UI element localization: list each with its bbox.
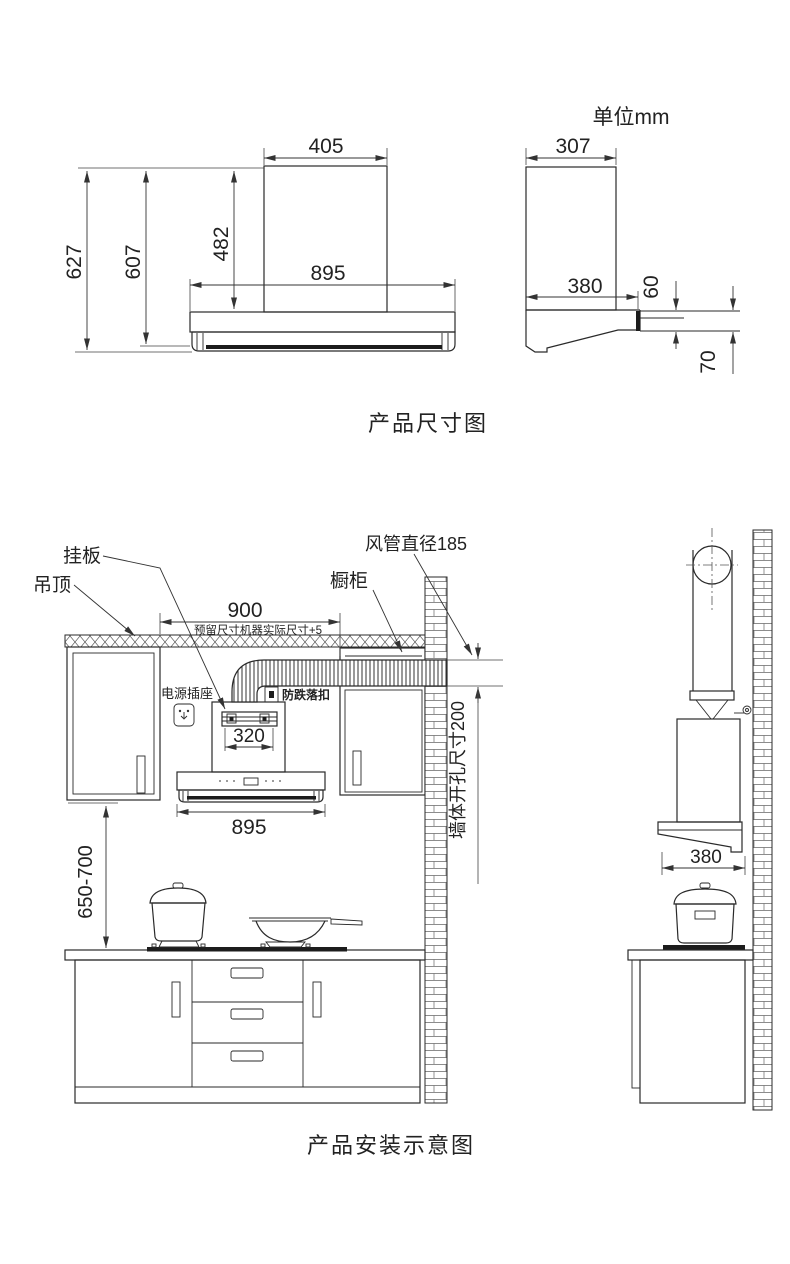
dim-plate-width: 320: [233, 726, 265, 747]
dim-top-depth: 307: [555, 135, 590, 158]
dim-top-width: 405: [308, 135, 343, 158]
wok-handle: [330, 918, 363, 926]
callout-duct-diameter: 风管直径185: [365, 534, 467, 554]
control-buttons: [219, 780, 281, 782]
leader-hanging-plate: [102, 555, 226, 710]
callout-ceiling: 吊顶: [33, 575, 71, 596]
hood-body-side-install: [657, 821, 743, 853]
cooktop: [147, 947, 347, 952]
drawer-handle: [230, 967, 264, 979]
kitchen-side-view: 380: [627, 528, 773, 1111]
unit-label: 单位mm: [593, 106, 670, 129]
door-handle: [312, 981, 322, 1018]
rear-step-lines: [640, 310, 740, 332]
control-panel: [243, 777, 259, 786]
hood-side-view: 单位mm 307 380 60 70: [525, 106, 740, 374]
dim-body-depth: 380: [567, 275, 602, 298]
left-wall-cabinet: [66, 646, 161, 801]
power-socket-icon: [173, 703, 195, 727]
cooktop-side: [663, 945, 745, 950]
kitchen-front-view: 挂板 吊顶 橱柜 风管直径185 900 预留尺寸机器实际尺寸+5 电源插座 防…: [33, 534, 503, 1104]
rear-step-edge: [636, 311, 640, 331]
cabinet-handle: [352, 750, 362, 786]
size-diagram-caption: 产品尺寸图: [368, 411, 488, 436]
hood-feet: [196, 333, 449, 350]
wall-lower: [424, 685, 448, 1104]
install-diagram: 挂板 吊顶 橱柜 风管直径185 900 预留尺寸机器实际尺寸+5 电源插座 防…: [33, 528, 773, 1158]
size-diagram: 405 627 607 482 895 单位mm 307 380 60 70 产: [63, 106, 740, 436]
hood-body-front: [189, 311, 456, 333]
drawer-handle: [230, 1050, 264, 1062]
leader-cabinet: [372, 589, 403, 653]
callout-wall-opening: 墙体开孔尺寸200: [448, 701, 468, 839]
callout-cabinet: 橱柜: [330, 570, 368, 592]
dim-hood-width-install: 895: [231, 816, 266, 839]
wall-upper: [424, 576, 448, 661]
countertop-side: [627, 949, 754, 961]
install-diagram-caption: 产品安装示意图: [307, 1133, 475, 1158]
pot: [149, 882, 207, 948]
hanging-plate: [221, 711, 278, 727]
dim-chimney-height: 482: [210, 226, 233, 261]
hood-bottom-strip: [206, 345, 442, 349]
drawer-handle: [230, 1008, 264, 1020]
dim-install-height: 650-700: [75, 845, 97, 918]
leader-ceiling: [73, 584, 136, 637]
base-cabinet-side: [631, 959, 746, 1104]
pot-side: [673, 882, 737, 944]
dim-lip-height: 70: [697, 350, 720, 373]
wall-side: [752, 529, 773, 1111]
hood-front-view: 405 627 607 482 895: [63, 135, 456, 353]
cabinet-handle: [136, 755, 146, 794]
door-handle: [171, 981, 181, 1018]
chimney-front: [263, 165, 388, 313]
hood-front-install: [176, 771, 326, 803]
wok: [249, 917, 363, 948]
dim-reserved-note: 预留尺寸机器实际尺寸+5: [194, 623, 322, 637]
dim-reserved-width: 900: [227, 599, 262, 622]
chimney-side-install: [676, 718, 741, 823]
duct-pipe-side: [686, 528, 752, 720]
dim-body-width: 895: [310, 262, 345, 285]
dim-total-height: 627: [63, 244, 86, 279]
base-cabinet: [74, 959, 421, 1104]
anti-fall-clip-icon: [264, 686, 279, 703]
callout-power-socket: 电源插座: [161, 686, 213, 701]
callout-anti-fall-clip: 防跌落扣: [282, 687, 330, 702]
dim-mid-height: 607: [122, 244, 145, 279]
dim-hood-depth-install: 380: [690, 847, 722, 868]
hood-body-side: [525, 309, 641, 353]
hood-glass-panel: [191, 331, 456, 352]
dim-step-height: 60: [640, 275, 663, 298]
callout-hanging-plate: 挂板: [63, 545, 101, 567]
leader-duct-diameter: [413, 553, 473, 656]
